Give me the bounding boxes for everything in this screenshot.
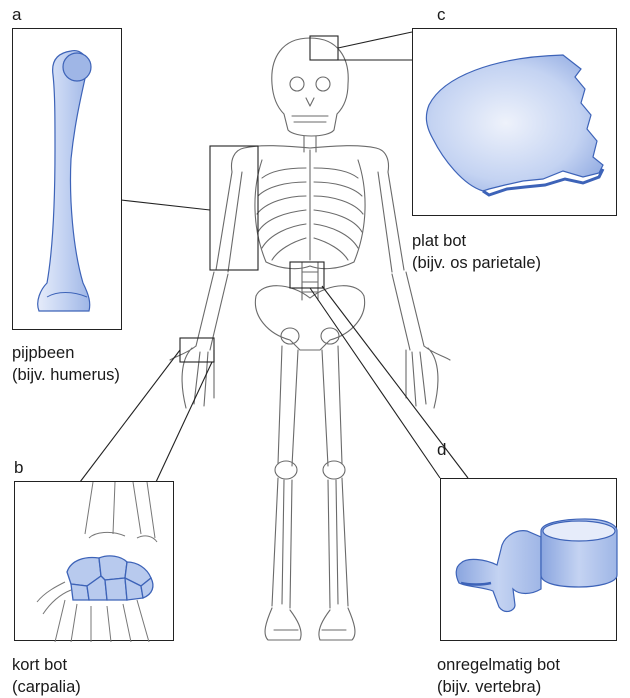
caption-short-bone-line2: (carpalia) — [12, 676, 81, 698]
panel-short-bone — [14, 481, 174, 641]
caption-short-bone: kort bot (carpalia) — [12, 654, 81, 698]
caption-flat-bone: plat bot (bijv. os parietale) — [412, 230, 541, 274]
caption-irregular-bone-line1: onregelmatig bot — [437, 654, 560, 676]
humerus-illustration — [13, 29, 123, 331]
caption-irregular-bone-line2: (bijv. vertebra) — [437, 676, 560, 698]
panel-irregular-bone — [440, 478, 617, 641]
caption-short-bone-line1: kort bot — [12, 654, 81, 676]
parietal-illustration — [413, 29, 618, 217]
caption-long-bone: pijpbeen (bijv. humerus) — [12, 342, 120, 386]
caption-long-bone-line2: (bijv. humerus) — [12, 364, 120, 386]
panel-flat-bone — [412, 28, 617, 216]
vertebra-illustration — [441, 479, 618, 642]
caption-long-bone-line1: pijpbeen — [12, 342, 120, 364]
carpals-illustration — [15, 482, 175, 642]
panel-long-bone — [12, 28, 122, 330]
caption-flat-bone-line1: plat bot — [412, 230, 541, 252]
caption-irregular-bone: onregelmatig bot (bijv. vertebra) — [437, 654, 560, 698]
caption-flat-bone-line2: (bijv. os parietale) — [412, 252, 541, 274]
